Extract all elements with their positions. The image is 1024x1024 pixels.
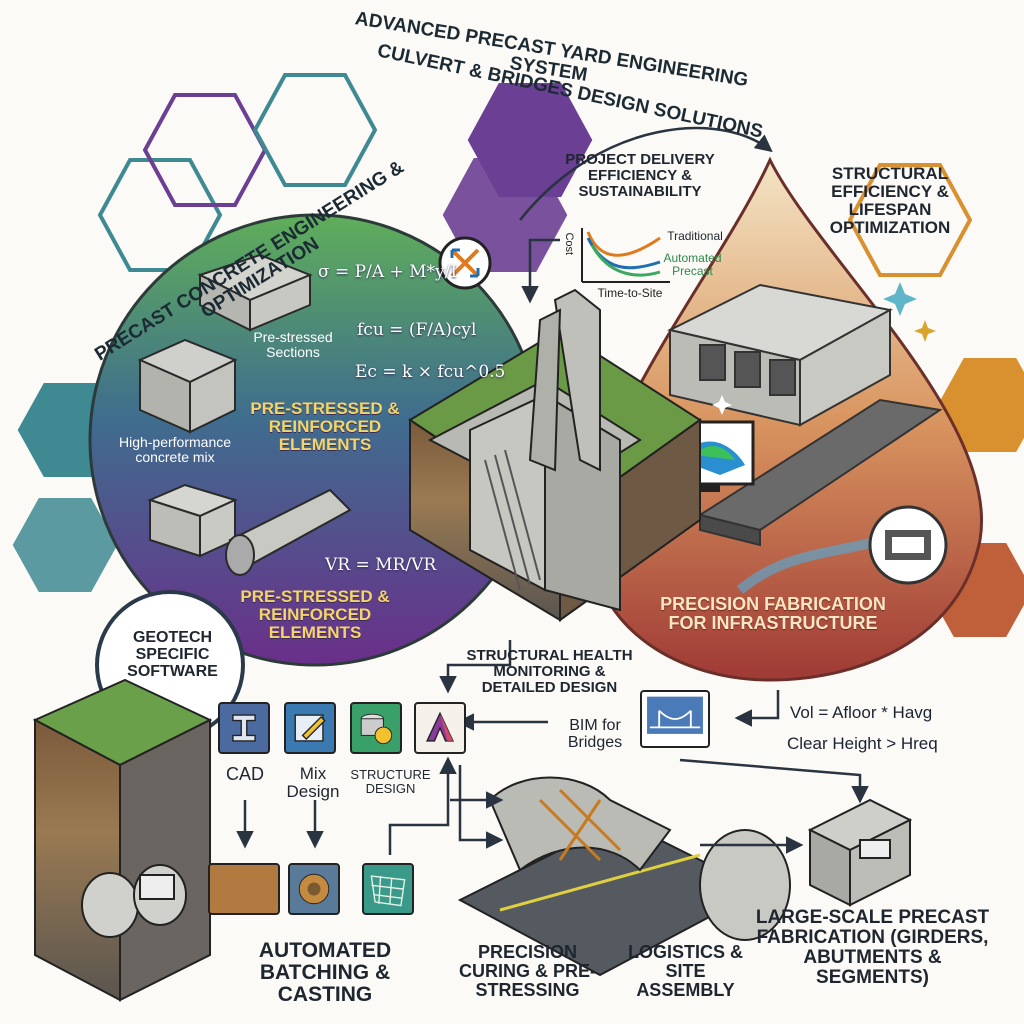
cad-label: CAD — [225, 764, 264, 784]
cnc-machine-icon — [807, 798, 913, 907]
box-girder-section-icon — [868, 505, 948, 585]
revit-logo-icon — [425, 711, 455, 742]
bim-bridge-monitor-icon[interactable] — [640, 690, 710, 748]
pre-stressed-sections-label: Pre-stressed Sections — [253, 329, 333, 360]
flow-arrows — [236, 126, 869, 855]
automated-batching-label: AUTOMATED BATCHING & CASTING — [258, 939, 392, 1007]
ec-formula: Ec = k × fcu^0.5 — [355, 362, 506, 382]
precast-yard-structure — [408, 288, 702, 622]
database-coin-icon — [360, 713, 393, 745]
logistics-label: LOGISTICS & SITE ASSEMBLY — [627, 942, 743, 1000]
sparkle-icon — [712, 282, 936, 415]
structural-health-monitoring-label: STRUCTURAL HEALTH MONITORING & DETAILED … — [466, 647, 633, 696]
clear-height-formula: Clear Height > Hreq — [787, 734, 938, 753]
traditional-label: Traditional — [667, 229, 723, 243]
pre-stressed-elements-label-2: PRE-STRESSED & REINFORCED ELEMENTS — [240, 587, 390, 642]
casting-tile — [288, 863, 340, 915]
vr-formula: VR = MR/VR — [325, 555, 437, 575]
transform-arrows-icon — [438, 236, 492, 290]
project-delivery-title: PROJECT DELIVERY EFFICIENCY & SUSTAINABI… — [565, 151, 715, 200]
batching-tile — [208, 863, 280, 915]
automated-precast-label: Automated Precast — [663, 251, 722, 278]
curing-tile — [362, 863, 414, 915]
fcu-formula: fcu = (F/A)cyl — [357, 320, 477, 340]
revit-tool-tile[interactable] — [414, 702, 466, 754]
geotech-software-label: GEOTECH SPECIFIC SOFTWARE — [127, 629, 218, 680]
mix-design-tool-tile[interactable] — [284, 702, 336, 754]
structure-design-label: STRUCTURE DESIGN — [350, 767, 431, 796]
structure-design-tool-tile[interactable] — [350, 702, 402, 754]
bim-for-bridges-label: BIM for Bridges — [567, 717, 623, 751]
soil-block — [32, 678, 213, 1002]
steel-beam-icon — [232, 714, 256, 742]
curing-tunnel — [457, 776, 791, 977]
precision-curing-label: PRECISION CURING & PRE-STRESSING — [458, 942, 596, 1000]
pencil-ruler-icon — [294, 714, 326, 742]
project-delivery-chart — [581, 228, 670, 283]
stress-formula: σ = P/A + M*y/I — [318, 262, 458, 282]
cad-tool-tile[interactable] — [218, 702, 270, 754]
chart-x-label: Time-to-Site — [597, 286, 663, 300]
mix-design-label: Mix Design — [286, 764, 340, 801]
structural-efficiency-title: STRUCTURAL EFFICIENCY & LIFESPAN OPTIMIZ… — [829, 164, 951, 237]
bridge-monitor-icon — [647, 696, 703, 734]
pre-stressed-elements-label-1: PRE-STRESSED & REINFORCED ELEMENTS — [250, 399, 400, 454]
high-performance-mix-label: High-performance concrete mix — [118, 434, 232, 465]
large-scale-fabrication-label: LARGE-SCALE PRECAST FABRICATION (GIRDERS… — [755, 907, 990, 988]
tunnel-cross-section-icon — [139, 874, 175, 900]
precision-fabrication-label: PRECISION FABRICATION FOR INFRASTRUCTURE — [660, 594, 886, 633]
chart-y-label: Cost — [562, 232, 575, 256]
volume-formula: Vol = Afloor * Havg — [790, 703, 933, 722]
